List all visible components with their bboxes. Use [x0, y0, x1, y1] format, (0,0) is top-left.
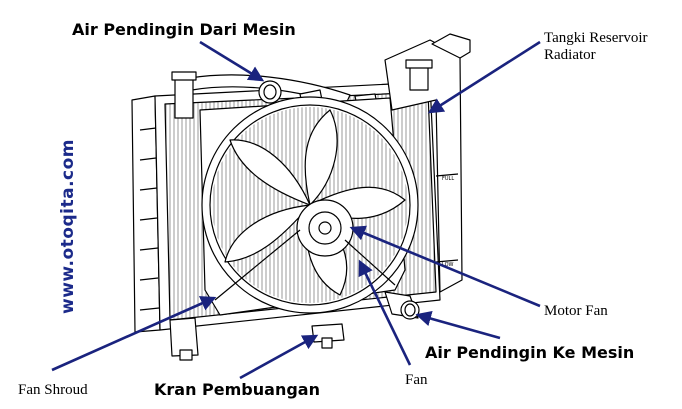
arrow-tangki-reservoir — [427, 40, 541, 114]
label-motor-fan: Motor Fan — [544, 303, 608, 319]
label-fan: Fan — [405, 372, 428, 388]
arrow-air-dari-mesin — [199, 40, 265, 82]
watermark: www.otoqita.com — [58, 139, 78, 314]
label-fan-shroud: Fan Shroud — [18, 382, 88, 398]
arrow-fan-shroud — [51, 296, 217, 372]
arrow-air-ke-mesin — [415, 311, 501, 340]
label-air-pendingin-dari-mesin: Air Pendingin Dari Mesin — [72, 20, 296, 39]
arrow-kran-pembuangan — [239, 334, 319, 380]
label-kran-pembuangan: Kran Pembuangan — [154, 380, 320, 399]
arrow-motor-fan — [349, 225, 541, 308]
label-radiator: Radiator — [544, 47, 596, 63]
arrow-fan — [358, 259, 412, 366]
label-tangki-reservoir: Tangki Reservoir — [544, 30, 648, 46]
tank-full-mark: FULL — [442, 176, 454, 182]
label-air-pendingin-ke-mesin: Air Pendingin Ke Mesin — [425, 343, 635, 362]
tank-low-mark: LOW — [442, 262, 454, 268]
